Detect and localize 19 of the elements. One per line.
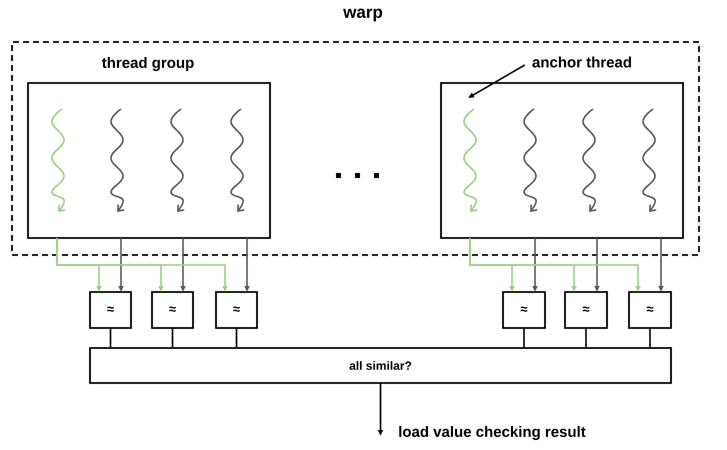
- connector-line: [649, 328, 651, 348]
- connector-line: [172, 328, 174, 348]
- comparison-result-box: all similar?: [89, 347, 672, 384]
- connector-line: [585, 328, 587, 348]
- compare-box: ≈: [215, 291, 258, 329]
- compare-box: ≈: [628, 291, 672, 329]
- connector-line: [110, 328, 112, 348]
- connector-line: [523, 328, 525, 348]
- compare-box: ≈: [564, 291, 608, 329]
- connector-line: [236, 328, 238, 348]
- thread-group-box: [440, 82, 684, 239]
- node-label: thread group: [102, 56, 194, 72]
- compare-box: ≈: [151, 291, 194, 329]
- compare-box: ≈: [89, 291, 132, 329]
- anchor-label: anchor thread: [532, 56, 631, 68]
- output-label: load value checking result: [399, 426, 586, 440]
- compare-box: ≈: [502, 291, 546, 329]
- thread-group-box: thread group: [27, 56, 271, 239]
- node-label: warp: [343, 8, 382, 22]
